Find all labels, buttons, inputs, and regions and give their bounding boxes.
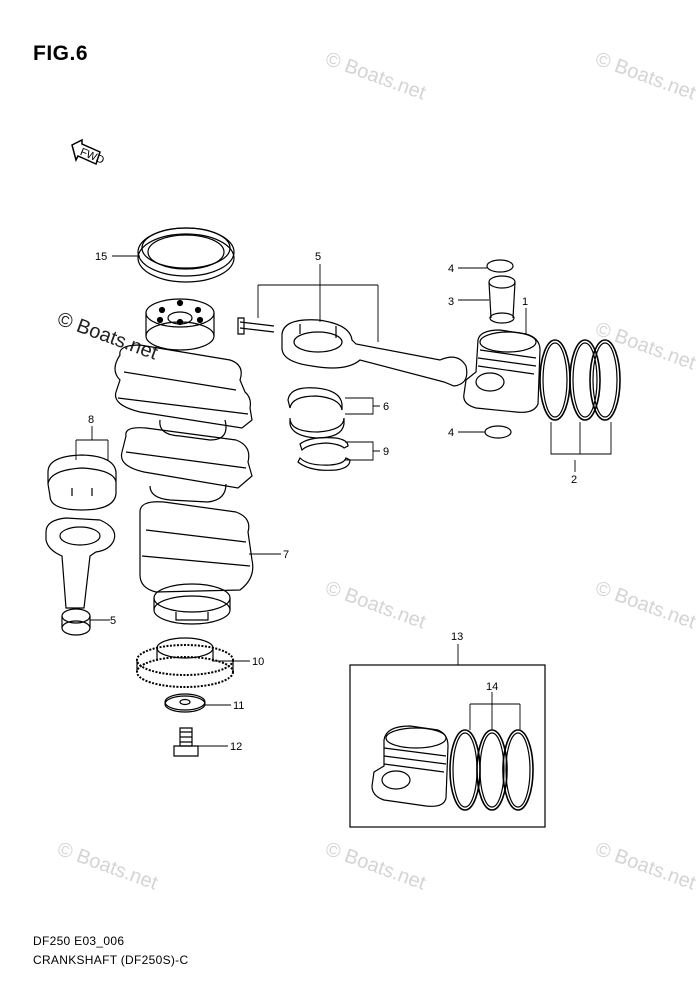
- part-5-connecting-rod-lower: [45, 517, 116, 636]
- part-7-crankshaft: [114, 298, 254, 625]
- fwd-arrow-icon: FWD: [71, 138, 106, 167]
- callout-2: 2: [571, 474, 577, 486]
- part-11-washer: [164, 693, 206, 713]
- part-3-piston-pin: [488, 275, 516, 324]
- callout-12: 12: [230, 741, 242, 753]
- callout-3: 3: [448, 296, 454, 308]
- callout-13: 15: [95, 251, 107, 263]
- callout-11: 11: [233, 700, 244, 712]
- callout-1: 1: [522, 296, 528, 308]
- callout-15: 14: [486, 681, 498, 693]
- callout-5-upper: 5: [315, 251, 321, 263]
- part-14-kit-box: [349, 664, 546, 828]
- callout-7: 7: [283, 549, 289, 561]
- callout-9: 9: [383, 446, 389, 458]
- callout-14: 13: [451, 631, 463, 643]
- callout-4-bottom: 4: [448, 427, 454, 439]
- fwd-label: FWD: [78, 146, 106, 167]
- footer-caption: CRANKSHAFT (DF250S)-C: [33, 953, 189, 967]
- part-6-conrod-bearing: [287, 387, 345, 439]
- leader-lines: [75, 255, 612, 747]
- footer-code: DF250 E03_006: [33, 934, 125, 948]
- callout-10: 10: [252, 656, 264, 668]
- part-4-circlip-bottom: [484, 425, 512, 439]
- callout-8: 8: [88, 414, 94, 426]
- figure-title: FIG.6: [33, 42, 89, 65]
- callout-6: 6: [383, 401, 389, 413]
- part-5-connecting-rod-upper: [237, 317, 468, 387]
- part-15-piston-rings: [449, 729, 534, 811]
- part-14-piston-kit: [371, 725, 449, 807]
- part-10-crank-gear: [136, 637, 234, 688]
- part-1-piston: [463, 329, 541, 413]
- callout-5-lower: 5: [110, 615, 116, 627]
- callout-4-top: 4: [448, 263, 454, 275]
- part-9-thrust-washer: [297, 437, 351, 471]
- part-8-bearing: [47, 454, 117, 511]
- part-12-bolt: [173, 727, 199, 757]
- part-13-seal-ring: [137, 227, 235, 283]
- part-4-circlip-top: [486, 259, 514, 273]
- part-2-piston-rings: [539, 339, 621, 421]
